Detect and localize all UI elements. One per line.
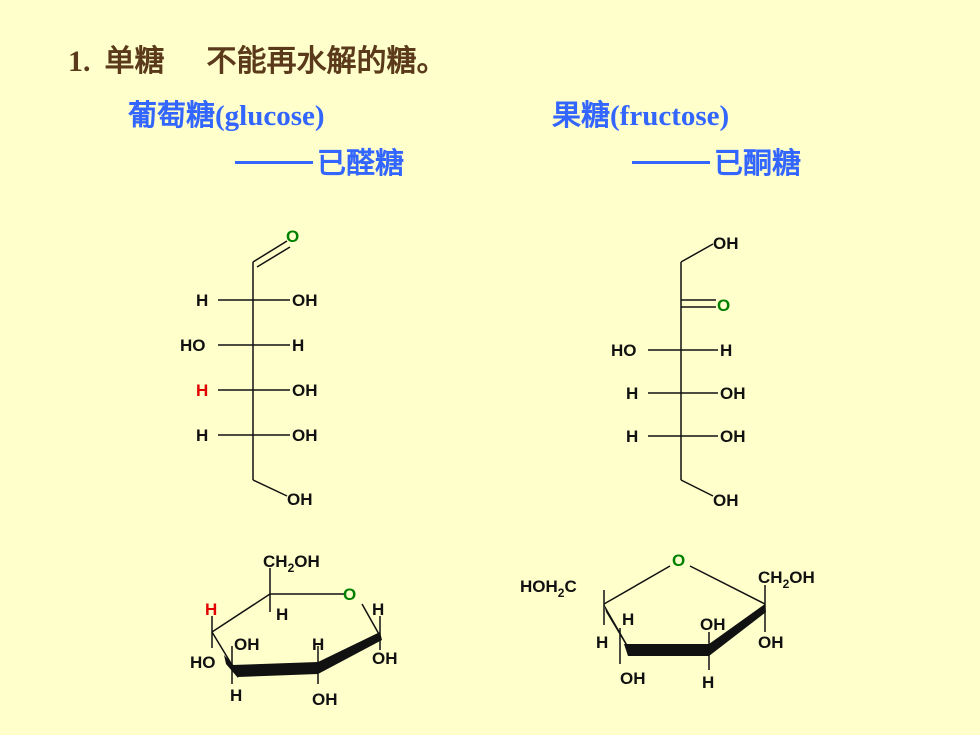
glucose-c2-left: H	[196, 291, 208, 310]
fructose-c5-left: H	[626, 427, 638, 446]
glucose-ring-o: O	[343, 585, 356, 604]
glucose-c5-right: OH	[292, 426, 318, 445]
glucose-c3-h-top: H	[312, 635, 324, 654]
fructose-c6-group: HOH2C	[520, 577, 577, 600]
glucose-class-label: 已醛糖	[317, 146, 405, 180]
glucose-c3-right: H	[292, 336, 304, 355]
glucose-title: 葡萄糖(glucose)	[128, 92, 325, 134]
glucose-c1-h: H	[372, 600, 384, 619]
fructose-c4-right: OH	[720, 384, 746, 403]
fructose-haworth: O HOH2C CH2OH H H OH OH H OH	[520, 551, 815, 692]
glucose-c4-ho: HO	[190, 653, 216, 672]
heading-number: 1.	[68, 45, 91, 78]
fructose-c4-oh: OH	[620, 669, 646, 688]
heading-definition: 不能再水解的糖。	[206, 44, 447, 79]
fructose-c1-group: CH2OH	[758, 568, 815, 591]
fructose-class-label: 已酮糖	[714, 146, 802, 180]
glucose-haworth-c6: CH2OH	[263, 552, 320, 575]
fructose-c6-oh: OH	[713, 491, 739, 510]
fructose-name-cn: 果糖	[552, 98, 611, 132]
glucose-c3-h: H	[230, 686, 242, 705]
glucose-name-cn: 葡萄糖	[128, 98, 216, 132]
glucose-c5-left: H	[196, 426, 208, 445]
fructose-c3-oh: OH	[700, 615, 726, 634]
glucose-c4-h: H	[205, 600, 217, 619]
fructose-c3-left: HO	[611, 341, 637, 360]
glucose-c6-oh: OH	[287, 490, 313, 509]
glucose-fischer: O H OH HO H H OH H OH OH	[180, 227, 318, 509]
heading-line: 1. 单糖 不能再水解的糖。	[68, 36, 447, 80]
glucose-c4-left: H	[196, 381, 208, 400]
fructose-title: 果糖(fructose)	[552, 92, 729, 134]
glucose-c2-oh: OH	[312, 690, 338, 709]
fructose-c1-oh: OH	[713, 234, 739, 253]
glucose-c4-right: OH	[292, 381, 318, 400]
glucose-aldehyde-o: O	[286, 227, 299, 246]
fructose-name-en: (fructose)	[610, 100, 730, 132]
fructose-c2-oh: OH	[758, 633, 784, 652]
glucose-c3-left: HO	[180, 336, 206, 355]
fructose-c4-left: H	[626, 384, 638, 403]
fructose-ring-o: O	[672, 551, 685, 570]
heading-term: 单糖	[104, 44, 165, 79]
glucose-c4-oh: OH	[234, 635, 260, 654]
glucose-c5-h: H	[276, 605, 288, 624]
glucose-haworth: CH2OH O H H OH HO H H OH H OH	[190, 552, 398, 709]
fructose-fischer: OH O HO H H OH H OH OH	[611, 234, 746, 510]
glucose-c2-right: OH	[292, 291, 318, 310]
fructose-c5-h: H	[596, 633, 608, 652]
fructose-c3-right: H	[720, 341, 732, 360]
fructose-c5-right: OH	[720, 427, 746, 446]
fructose-class: 已酮糖	[632, 140, 801, 182]
glucose-class: 已醛糖	[235, 140, 404, 182]
glucose-c1-oh: OH	[372, 649, 398, 668]
fructose-c3-h: H	[702, 673, 714, 692]
glucose-name-en: (glucose)	[215, 100, 325, 132]
fructose-keto-o: O	[717, 296, 730, 315]
fructose-c4-h: H	[622, 610, 634, 629]
